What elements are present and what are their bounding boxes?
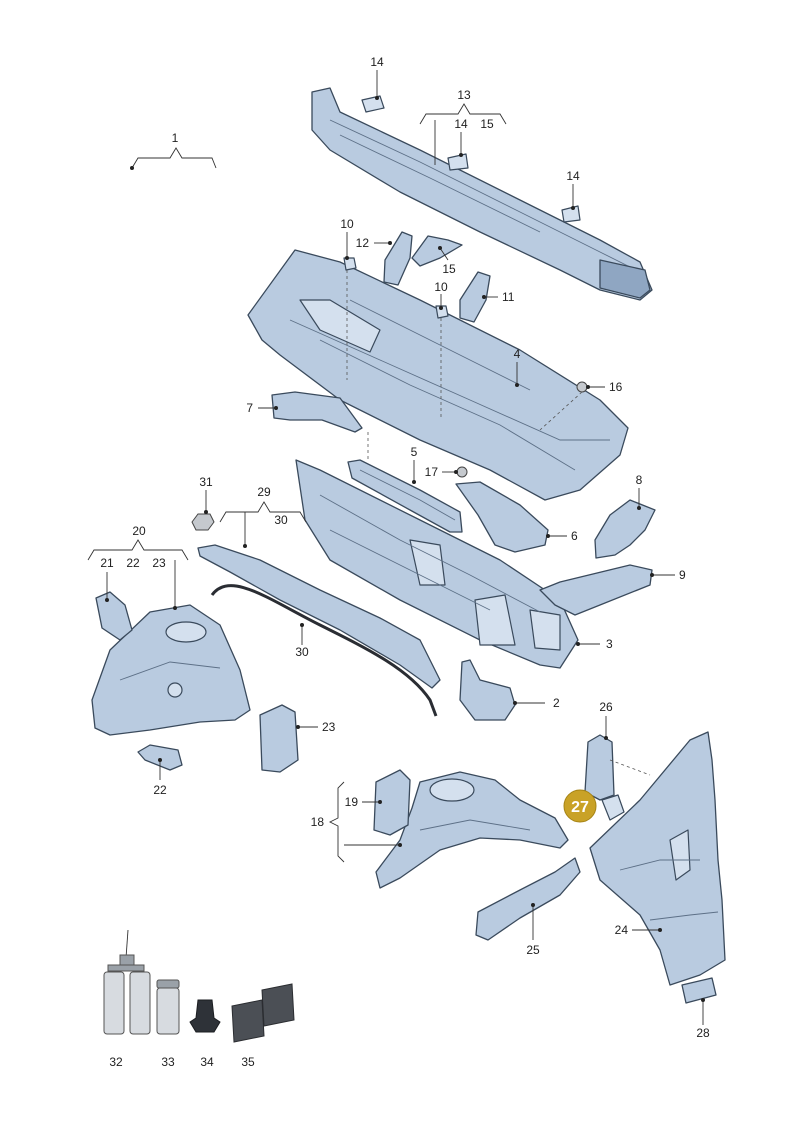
label-35: 35 (241, 1055, 255, 1069)
part-9-crossmember[interactable] (539, 564, 653, 616)
label-26: 26 (599, 700, 613, 714)
label-25: 25 (526, 943, 540, 957)
label-14c: 14 (566, 169, 580, 183)
part-4-plenum-panel[interactable] (247, 249, 629, 501)
label-30a: 30 (274, 513, 288, 527)
part-28-plate[interactable] (681, 977, 717, 1004)
part-33-bottle[interactable] (156, 979, 180, 1035)
label-22b: 22 (153, 783, 167, 797)
part-27-item[interactable]: 27 (563, 789, 625, 823)
label-4: 4 (514, 347, 521, 361)
label-11: 11 (502, 290, 515, 304)
label-1: 1 (172, 131, 179, 145)
part-12-bracket[interactable] (383, 231, 413, 286)
part-24-side-panel[interactable] (589, 731, 726, 986)
label-10b: 10 (434, 280, 448, 294)
part-5-reinforcement[interactable] (347, 459, 463, 533)
leader-lines (87, 70, 705, 1025)
label-23b: 23 (322, 720, 336, 734)
label-19: 19 (345, 795, 359, 809)
label-6: 6 (571, 529, 578, 543)
label-14a: 14 (370, 55, 384, 69)
part-3-bulkhead[interactable] (295, 459, 579, 669)
part-32-dispenser-cartridges[interactable] (103, 929, 151, 1035)
label-18: 18 (311, 815, 325, 829)
part-21-bracket[interactable] (95, 591, 133, 641)
label-23a: 23 (152, 556, 166, 570)
label-7: 7 (246, 401, 253, 415)
number-labels: 1 2 3 4 5 6 7 8 9 10 10 11 12 13 14 14 1… (100, 55, 710, 1069)
label-12: 12 (356, 236, 370, 250)
label-22a: 22 (126, 556, 140, 570)
label-17: 17 (425, 465, 439, 479)
part-18-strut-tower[interactable] (375, 771, 569, 889)
label-2: 2 (553, 696, 560, 710)
part-22-bracket[interactable] (137, 744, 183, 771)
part-19-brace[interactable] (373, 769, 411, 836)
label-15a: 15 (480, 117, 494, 131)
label-8: 8 (636, 473, 643, 487)
label-31: 31 (199, 475, 213, 489)
part-11-bracket[interactable] (459, 271, 491, 323)
label-13: 13 (457, 88, 471, 102)
part-26-bracket[interactable] (584, 734, 615, 801)
badge-27: 27 (571, 799, 589, 816)
part-16-nut[interactable] (576, 381, 588, 393)
part-17-nut[interactable] (456, 466, 468, 478)
label-28: 28 (696, 1026, 710, 1040)
label-29: 29 (257, 485, 271, 499)
part-10-clip-b[interactable] (435, 305, 449, 319)
part-34-plug[interactable] (189, 999, 221, 1033)
part-15-bracket[interactable] (411, 235, 463, 267)
part-29-rail[interactable] (197, 544, 441, 689)
label-15b: 15 (442, 262, 456, 276)
part-14-clip-a[interactable] (361, 95, 385, 113)
label-14b: 14 (454, 117, 468, 131)
part-14-clip-b[interactable] (447, 153, 469, 171)
part-6-bracket[interactable] (455, 481, 549, 553)
part-35-pads[interactable] (231, 983, 295, 1043)
part-31-nut[interactable] (191, 513, 215, 531)
part-20-strut-tower[interactable] (91, 604, 251, 736)
part-23-brace[interactable] (259, 704, 299, 773)
part-2-cover[interactable] (459, 659, 516, 721)
label-9: 9 (679, 568, 686, 582)
label-20: 20 (132, 524, 146, 538)
label-10a: 10 (340, 217, 354, 231)
part-10-clip-a[interactable] (343, 257, 357, 271)
label-32: 32 (109, 1055, 123, 1069)
label-16: 16 (609, 380, 623, 394)
label-21: 21 (100, 556, 114, 570)
part-7-bracket[interactable] (271, 391, 363, 433)
part-14-clip-c[interactable] (561, 205, 581, 223)
label-24: 24 (615, 923, 629, 937)
part-30-seal[interactable] (210, 584, 438, 717)
part-13-cowl-upper-panel[interactable] (311, 87, 653, 301)
label-5: 5 (411, 445, 418, 459)
label-30b: 30 (295, 645, 309, 659)
part-8-bracket[interactable] (594, 499, 656, 559)
part-25-rail[interactable] (475, 857, 581, 941)
label-33: 33 (161, 1055, 175, 1069)
label-34: 34 (200, 1055, 214, 1069)
label-3: 3 (606, 637, 613, 651)
